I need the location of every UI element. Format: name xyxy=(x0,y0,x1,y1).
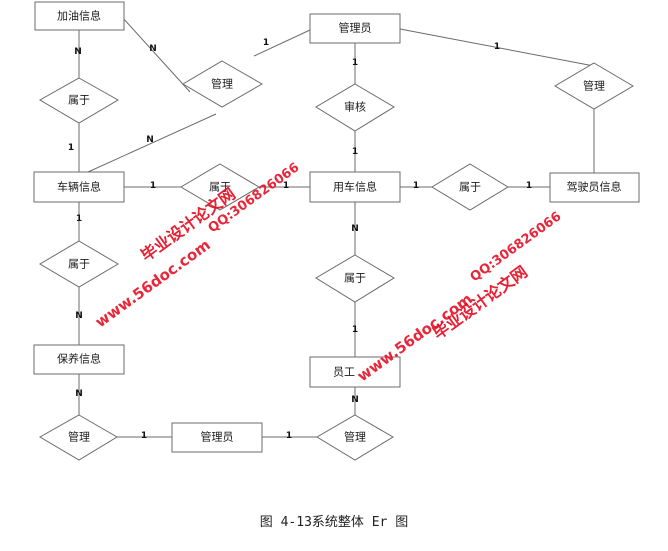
entity-admin-bottom: 管理员 xyxy=(171,422,263,453)
relation-label: 管理 xyxy=(68,430,90,444)
entity-label: 保养信息 xyxy=(57,352,101,366)
cardinality-label: 1 xyxy=(352,147,358,157)
cardinality-label: 1 xyxy=(526,181,532,191)
entity-label: 加油信息 xyxy=(57,9,101,23)
edge-refuel-manage xyxy=(111,5,191,93)
relation-label: 管理 xyxy=(211,77,233,91)
cardinality-label: 1 xyxy=(68,143,74,153)
cardinality-label: 1 xyxy=(76,214,82,224)
cardinality-label: N xyxy=(74,47,82,57)
relation-label: 属于 xyxy=(209,181,231,194)
relation-label: 管理 xyxy=(583,79,605,93)
entity-label: 管理员 xyxy=(201,430,234,444)
cardinality-label: 1 xyxy=(494,42,500,52)
cardinality-label: 1 xyxy=(352,325,358,335)
cardinality-label: 1 xyxy=(283,181,289,191)
entity-vehicle: 车辆信息 xyxy=(33,171,125,203)
cardinality-label: 1 xyxy=(263,38,269,48)
relation-label: 审核 xyxy=(344,100,366,114)
watermark-url: www.56doc.com xyxy=(354,290,476,385)
relation-manage-bottom-left: 管理 xyxy=(38,414,118,461)
relation-manage-bottom-right: 管理 xyxy=(316,414,394,461)
entity-admin-top: 管理员 xyxy=(309,13,401,44)
relation-belongs-refuel: 属于 xyxy=(38,77,120,124)
relation-manage-right: 管理 xyxy=(554,62,634,110)
watermark-right: www.56doc.com QQ:306826066 毕业设计论文网 xyxy=(354,209,565,385)
relation-label: 属于 xyxy=(344,272,366,285)
relation-review: 审核 xyxy=(315,83,395,132)
er-diagram: N 1 N 1 N 1 1 1 1 1 1 1 1 N N 1 N 1 1 N … xyxy=(33,1,640,461)
relation-belongs-employee: 属于 xyxy=(315,254,395,303)
entity-label: 用车信息 xyxy=(333,180,377,194)
cardinality-label: 1 xyxy=(150,181,156,191)
cardinality-label: N xyxy=(149,44,157,54)
entity-label: 员工 xyxy=(333,366,355,379)
edge-admin-manage-right xyxy=(399,28,595,67)
entity-label: 驾驶员信息 xyxy=(567,180,622,194)
relation-label: 属于 xyxy=(459,181,481,194)
cardinality-label: 1 xyxy=(413,181,419,191)
edge-manage-vehicle xyxy=(87,113,217,173)
edge-manage-admin xyxy=(253,29,311,57)
edges xyxy=(78,5,595,438)
entity-label: 车辆信息 xyxy=(57,180,101,194)
cardinality-label: 1 xyxy=(352,58,358,68)
relation-manage-left: 管理 xyxy=(182,60,264,108)
cardinality-label: 1 xyxy=(141,431,147,441)
entity-employee: 员工 xyxy=(309,356,401,388)
relation-belongs-driver: 属于 xyxy=(431,163,509,211)
entity-maintenance: 保养信息 xyxy=(33,344,125,375)
cardinality-label: N xyxy=(351,395,359,405)
cardinality-label: N xyxy=(146,135,154,145)
relation-belongs-middle: 属于 xyxy=(180,163,260,211)
relation-label: 管理 xyxy=(344,430,366,444)
entity-usage: 用车信息 xyxy=(309,171,401,203)
entity-label: 管理员 xyxy=(339,21,372,35)
figure-caption: 图 4-13系统整体 Er 图 xyxy=(259,515,409,530)
entity-refuel: 加油信息 xyxy=(34,1,125,31)
cardinality-label: N xyxy=(351,224,359,234)
cardinalities: N 1 N 1 N 1 1 1 1 1 1 1 1 N N 1 N 1 1 N xyxy=(68,38,532,441)
cardinality-label: N xyxy=(75,311,83,321)
cardinality-label: N xyxy=(75,389,83,399)
cardinality-label: 1 xyxy=(286,431,292,441)
relation-label: 属于 xyxy=(68,258,90,271)
relation-belongs-maintenance: 属于 xyxy=(39,240,119,288)
entity-driver: 驾驶员信息 xyxy=(549,172,640,203)
relation-label: 属于 xyxy=(68,94,90,107)
